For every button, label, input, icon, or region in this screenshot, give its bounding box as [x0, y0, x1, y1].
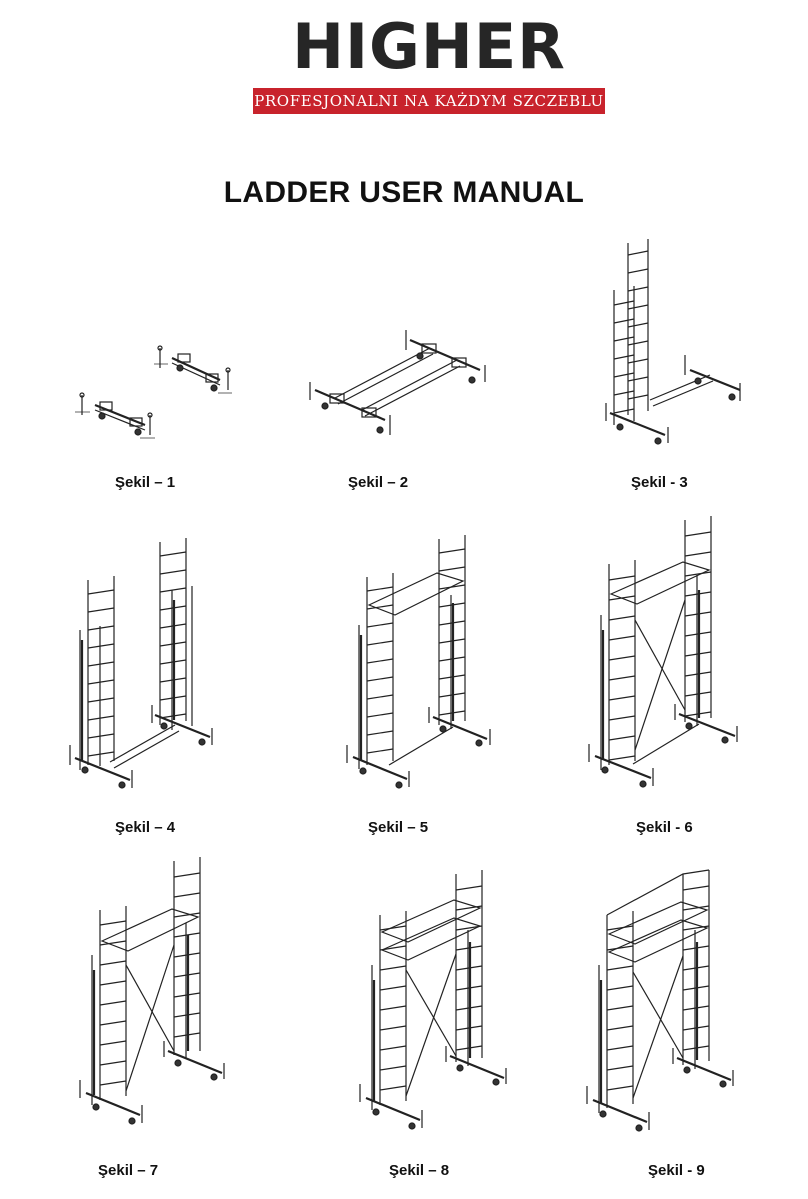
figure-3-caption: Şekil - 3: [631, 474, 688, 491]
figure-4-illustration: [60, 530, 230, 790]
logo-tagline: PROFESJONALNI NA KAŻDYM SZCZEBLU: [254, 92, 604, 110]
figure-9-caption: Şekil - 9: [648, 1162, 705, 1179]
figure-7-caption: Şekil – 7: [98, 1162, 159, 1179]
figure-1-illustration: [60, 320, 260, 450]
logo-tagline-bar: PROFESJONALNI NA KAŻDYM SZCZEBLU: [253, 88, 605, 114]
figure-2-caption: Şekil – 2: [348, 474, 409, 491]
brand-logo: HIGHER PROFESJONALNI NA KAŻDYM SZCZEBLU: [248, 10, 610, 114]
logo-wordmark: HIGHER: [292, 10, 566, 83]
figure-4-caption: Şekil – 4: [115, 819, 176, 836]
figure-7-illustration: [70, 855, 230, 1125]
figure-2-illustration: [300, 320, 500, 450]
figure-3-illustration: [590, 235, 750, 445]
figure-9-illustration: [575, 869, 745, 1135]
figure-8-illustration: [348, 870, 518, 1130]
page-title: LADDER USER MANUAL: [223, 176, 585, 209]
figure-1-caption: Şekil – 1: [115, 474, 176, 491]
figure-6-illustration: [575, 510, 745, 790]
figure-6-caption: Şekil - 6: [636, 819, 693, 836]
figure-5-illustration: [335, 525, 505, 790]
figure-5-caption: Şekil – 5: [368, 819, 429, 836]
figure-8-caption: Şekil – 8: [389, 1162, 450, 1179]
